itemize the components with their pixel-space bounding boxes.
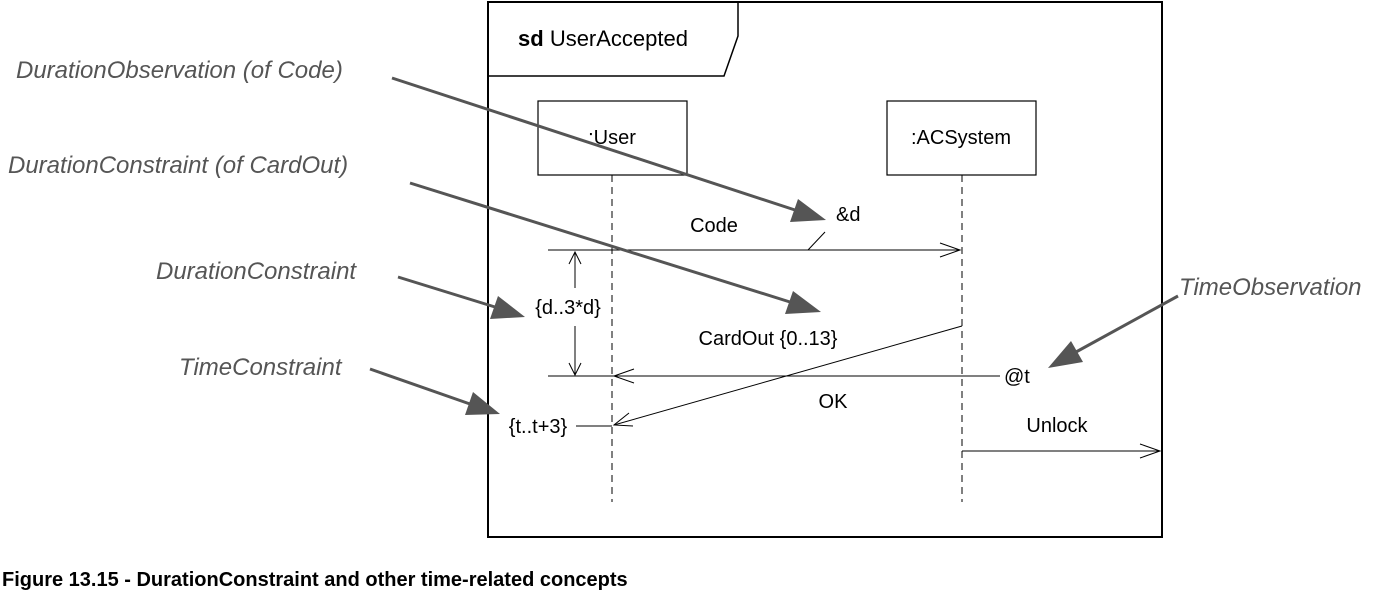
annotation-time-observation: TimeObservation [1179, 274, 1362, 301]
time-observation-label: @t [1004, 366, 1030, 388]
lifeline-name-user: :User [588, 127, 636, 149]
annotation-time-constraint: TimeConstraint [179, 354, 343, 381]
message-unlock [962, 443, 1162, 459]
duration-constraint-bracket [568, 250, 582, 377]
message-label-cardout: CardOut {0..13} [699, 328, 838, 350]
figure-caption: Figure 13.15 - DurationConstraint and ot… [2, 569, 628, 591]
interaction-frame [487, 1, 1163, 538]
annotation-arrows [369, 76, 1179, 415]
duration-observation-tick [807, 231, 826, 251]
lifeline-name-acsystem: :ACSystem [911, 127, 1011, 149]
message-code [612, 242, 962, 258]
message-label-unlock: Unlock [1026, 415, 1088, 437]
duration-constraint-label: {d..3*d} [535, 297, 601, 319]
message-label-code: Code [690, 215, 738, 237]
annotation-duration-constraint-cardout: DurationConstraint (of CardOut) [8, 152, 348, 179]
frame-title: sd UserAccepted [518, 26, 688, 51]
annotation-duration-observation: DurationObservation (of Code) [16, 57, 343, 84]
duration-observation-label: &d [836, 204, 860, 226]
frame-name-tab [488, 2, 739, 77]
time-constraint-label: {t..t+3} [509, 416, 568, 438]
message-label-ok: OK [819, 391, 849, 413]
annotation-duration-constraint: DurationConstraint [156, 258, 357, 285]
message-ok [548, 368, 1000, 384]
